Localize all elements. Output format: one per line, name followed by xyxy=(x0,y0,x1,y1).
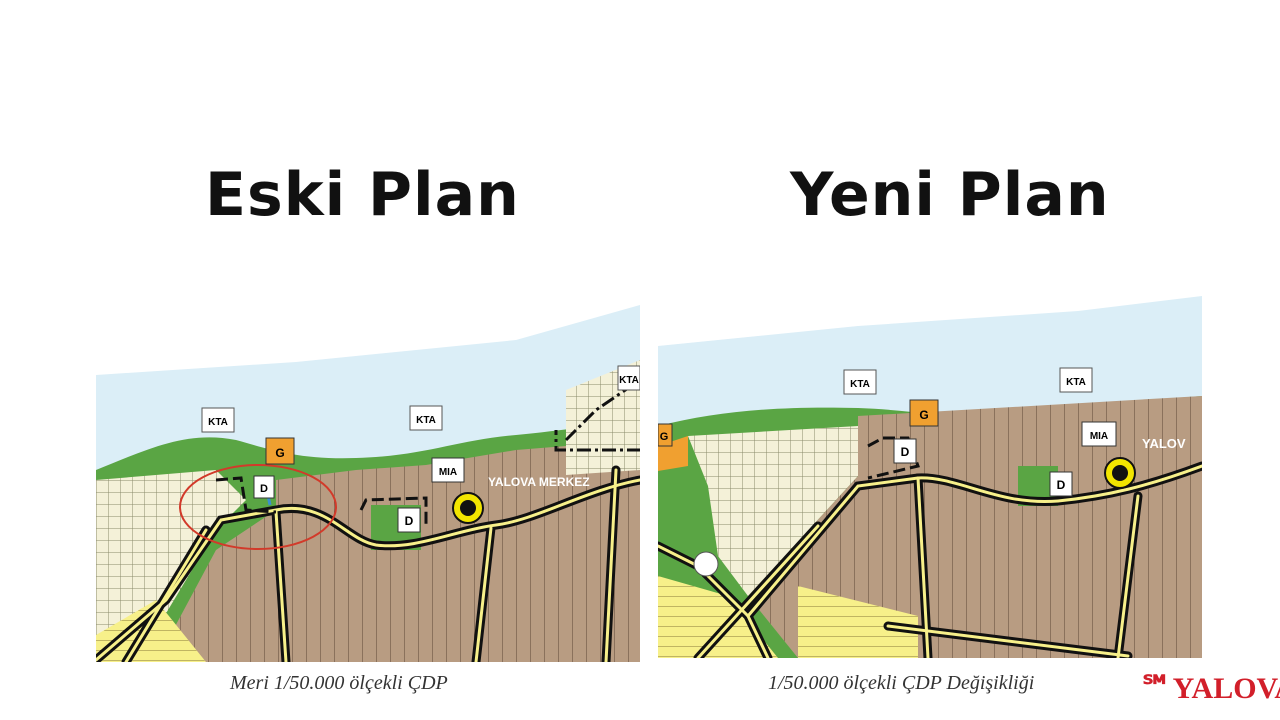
d-label: D xyxy=(901,445,910,459)
kta-label: KTA xyxy=(1066,377,1086,388)
caption-old-plan: Meri 1/50.000 ölçekli ÇDP xyxy=(230,672,448,694)
g-label: G xyxy=(275,446,284,460)
caption-new-plan: 1/50.000 ölçekli ÇDP Değişikliği xyxy=(768,672,1035,694)
heading-new-plan: Yeni Plan xyxy=(790,160,1110,230)
new-plan-map: KTA KTA G G D D MIA YALOV xyxy=(658,296,1202,658)
kta-label: KTA xyxy=(208,417,228,428)
residential-grid-area xyxy=(96,470,246,635)
g-label: G xyxy=(660,431,669,443)
place-label: YALOV xyxy=(1142,436,1186,451)
d-label: D xyxy=(1057,478,1066,492)
heading-old-plan: Eski Plan xyxy=(205,160,520,230)
logo-mark-icon: ℠ xyxy=(1140,669,1173,705)
place-label: YALOVA MERKEZ xyxy=(488,475,590,489)
highlight-circle xyxy=(179,464,337,550)
yellow-zone xyxy=(658,576,778,658)
kta-label: KTA xyxy=(850,379,870,390)
old-plan-map: KTA KTA KTA G D D MIA YALOVA MERKEZ xyxy=(96,300,640,662)
d-label: D xyxy=(260,483,268,495)
mia-label: MIA xyxy=(439,467,457,478)
logo-text: YALOVA xyxy=(1172,672,1280,705)
mia-label: MIA xyxy=(1090,431,1108,442)
yellow-zone xyxy=(96,600,206,662)
yalova-logo: ℠YALOVA xyxy=(1140,668,1280,706)
kta-label: KTA xyxy=(416,415,436,426)
g-label: G xyxy=(919,408,928,422)
d-label: D xyxy=(405,514,414,528)
residential-grid-area xyxy=(688,426,858,596)
kta-label: KTA xyxy=(619,375,639,386)
agricultural-area xyxy=(748,396,1202,658)
agricultural-area xyxy=(156,440,640,662)
